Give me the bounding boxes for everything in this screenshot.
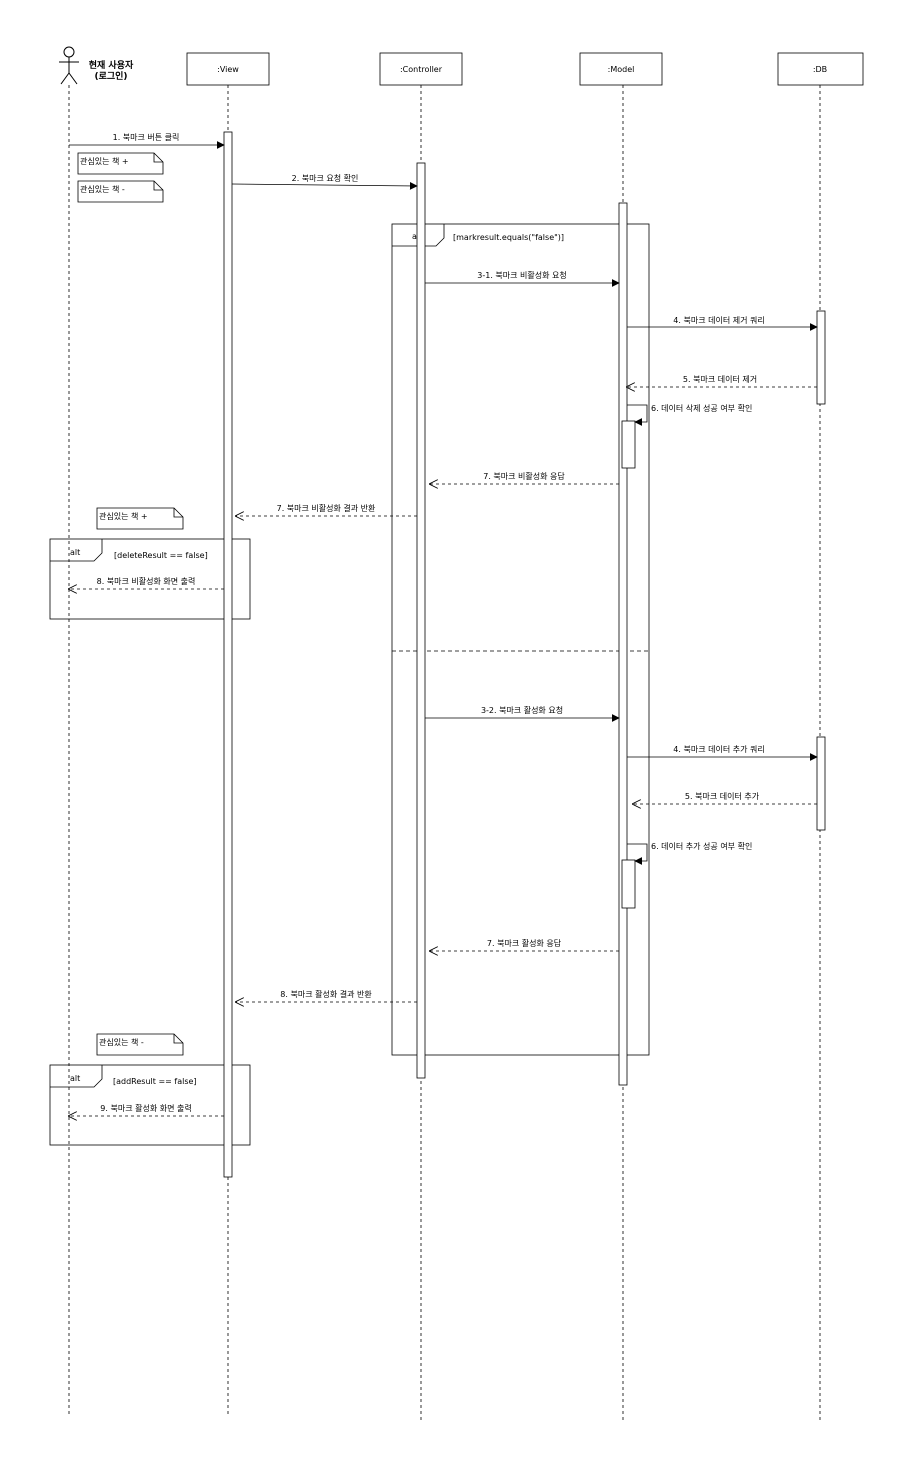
- participant-controller[interactable]: [379, 52, 463, 86]
- participant-model-label: :Model: [608, 65, 635, 74]
- message-8b-label: 8. 북마크 활성화 결과 반환: [280, 989, 372, 999]
- participant-db-label: :DB: [813, 65, 827, 74]
- note-3: [96, 507, 184, 530]
- message-4a-label: 4. 북마크 데이터 제거 쿼리: [673, 315, 764, 325]
- participant-model[interactable]: [579, 52, 663, 86]
- participant-view[interactable]: [186, 52, 270, 86]
- alt-fragment-delete-tab: [50, 539, 103, 562]
- activation-db-1: [816, 310, 826, 405]
- activation-db-2: [816, 736, 826, 831]
- note-4-text: 관심있는 책 -: [99, 1037, 144, 1047]
- message-6b-label: 6. 데이터 추가 성공 여부 확인: [651, 841, 752, 851]
- participant-controller-label: :Controller: [400, 65, 443, 74]
- alt-fragment-add[interactable]: [49, 1064, 251, 1146]
- message-9-label: 9. 북마크 활성화 화면 출력: [100, 1103, 191, 1113]
- message-3-2-label: 3-2. 북마크 활성화 요청: [481, 705, 563, 715]
- message-5b-label: 5. 북마크 데이터 추가: [685, 791, 760, 801]
- participant-view-label: :View: [217, 65, 239, 74]
- alt-delete-guard: [deleteResult == false]: [114, 551, 208, 560]
- alt-fragment-delete[interactable]: [49, 538, 251, 620]
- message-6b-arrow: [627, 843, 648, 865]
- message-3-1-label: 3-1. 북마크 비활성화 요청: [477, 270, 566, 280]
- message-7a-label: 7. 북마크 비활성화 응답: [483, 471, 565, 481]
- actor-name: 현재 사용자: [89, 59, 134, 71]
- message-6a-arrow: [627, 404, 648, 426]
- message-8a-label: 8. 북마크 비활성화 화면 출력: [97, 576, 196, 586]
- note-1: [77, 152, 164, 175]
- note-2-text: 관심있는 책 -: [80, 184, 125, 194]
- message-1-label: 1. 북마크 버튼 클릭: [113, 132, 180, 142]
- actor-subtitle: (로그인): [94, 71, 127, 82]
- activation-controller: [416, 162, 426, 1079]
- message-6a-label: 6. 데이터 삭제 성공 여부 확인: [651, 403, 752, 413]
- note-3-text: 관심있는 책 +: [99, 511, 148, 521]
- activation-view: [223, 131, 233, 1178]
- message-2-label: 2. 북마크 요청 확인: [292, 173, 359, 183]
- alt-add-guard: [addResult == false]: [113, 1077, 197, 1086]
- note-1-text: 관심있는 책 +: [80, 156, 129, 166]
- alt-add-keyword: alt: [70, 1074, 80, 1083]
- activation-model: [618, 202, 628, 1086]
- message-4b-label: 4. 북마크 데이터 추가 쿼리: [673, 744, 764, 754]
- note-4: [96, 1033, 184, 1056]
- alt-fragment-main-tab: [392, 224, 445, 247]
- message-7c-label: 7. 북마크 활성화 응답: [487, 938, 562, 948]
- actor-icon[interactable]: [59, 46, 79, 85]
- message-7b-label: 7. 북마크 비활성화 결과 반환: [277, 503, 376, 513]
- alt-delete-keyword: alt: [70, 548, 80, 557]
- alt-fragment-main[interactable]: [391, 223, 650, 1056]
- alt-main-guard: [markresult.equals("false")]: [453, 233, 564, 242]
- activation-model-nested-1: [621, 420, 636, 469]
- alt-fragment-add-tab: [50, 1065, 103, 1088]
- message-5a-label: 5. 북마크 데이터 제거: [683, 374, 757, 384]
- note-2: [77, 180, 164, 203]
- activation-model-nested-2: [621, 859, 636, 909]
- participant-db[interactable]: [777, 52, 864, 86]
- message-2-arrow: [231, 181, 418, 190]
